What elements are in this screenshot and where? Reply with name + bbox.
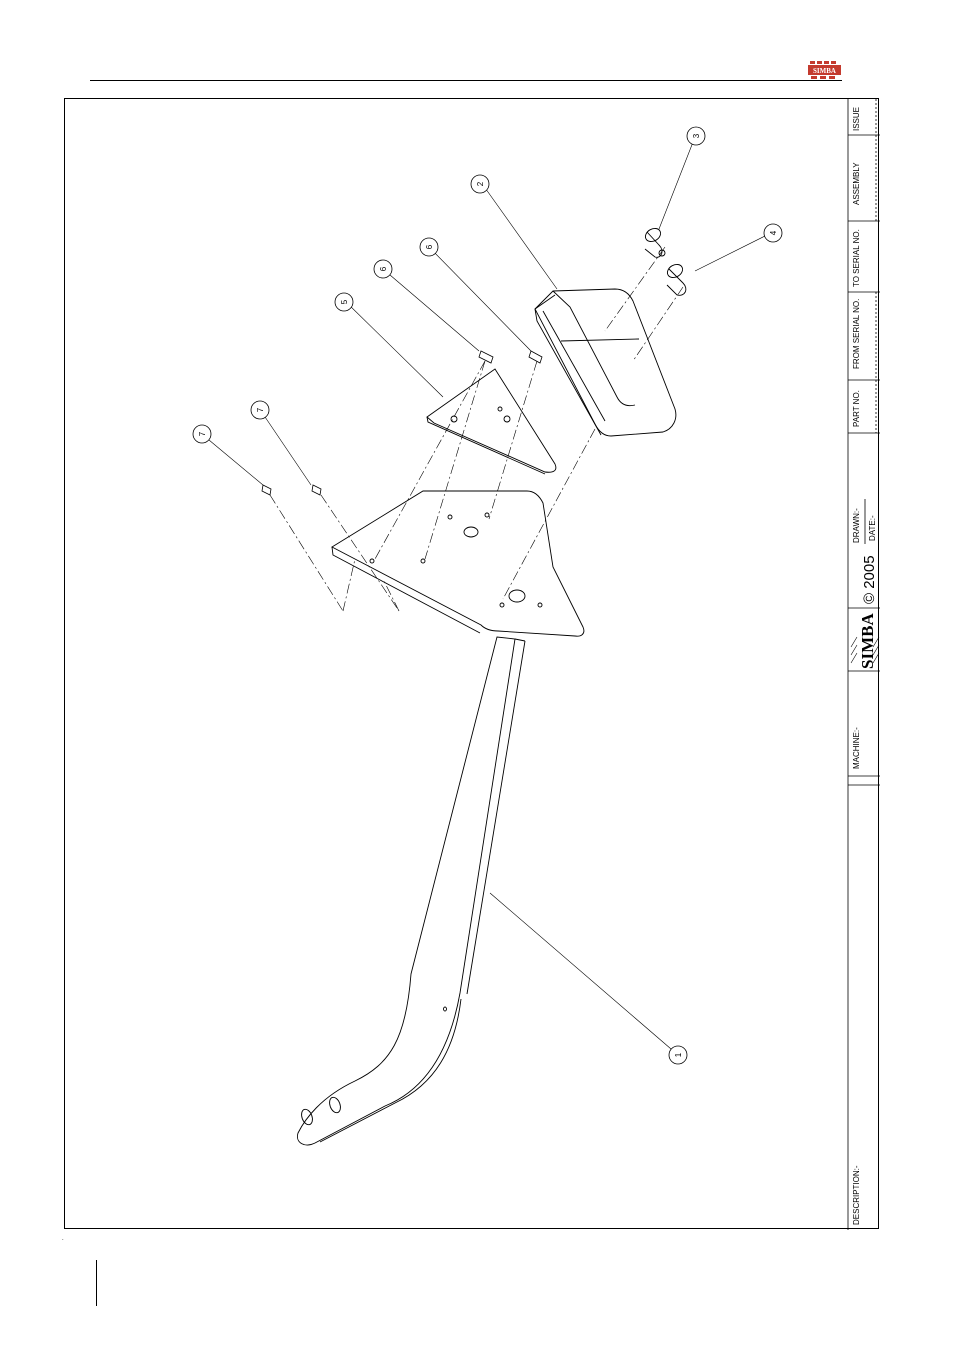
balloon-7a: 7 (251, 401, 269, 419)
logo-tab (820, 76, 826, 79)
small-plate (427, 369, 556, 472)
bolt-6 (479, 351, 493, 363)
balloon-3: 3 (687, 127, 705, 145)
arm-edge (320, 999, 461, 1142)
bolt-6 (529, 351, 542, 363)
exploded-view-drawing: ISSUE ASSEMBLY TO SERIAL NO. FROM SERIAL… (65, 99, 880, 1230)
date-label: DATE:- (868, 515, 877, 541)
drawn-label: DRAWN:- (852, 508, 861, 543)
svg-text:1: 1 (674, 1052, 683, 1057)
plate-large-hole (509, 590, 525, 602)
plate-hole (448, 515, 452, 519)
svg-text:6: 6 (379, 266, 388, 271)
lamp-housing-edge (543, 311, 605, 421)
arm-small-hole (444, 1007, 447, 1011)
svg-text:6: 6 (425, 244, 434, 249)
svg-text:5: 5 (340, 299, 349, 304)
nut-7 (262, 485, 271, 495)
leader-7b (203, 435, 263, 485)
balloon-2: 2 (471, 175, 489, 193)
plate-edge (332, 547, 480, 633)
leader-5 (345, 301, 443, 397)
simba-logo: SIMBA (808, 60, 841, 79)
leader-7a (261, 411, 311, 485)
plate-hole (485, 513, 489, 517)
assembly-label: ASSEMBLY (852, 162, 861, 205)
leader-3 (659, 137, 695, 229)
arm-edge (515, 639, 525, 641)
balloon-1: 1 (669, 1046, 687, 1064)
bulb-holder-4-body (667, 269, 686, 295)
assembly-line (383, 579, 399, 611)
header-rule (90, 80, 842, 81)
assembly-line (343, 559, 355, 611)
logo-text: SIMBA (813, 67, 836, 75)
leader-1 (490, 893, 678, 1055)
assembly-line (375, 361, 485, 559)
plate-hole (500, 603, 504, 607)
lamp-housing-edge (535, 295, 555, 309)
svg-text:7: 7 (198, 431, 207, 436)
lamp-housing-edge (553, 291, 635, 406)
plate-hole (538, 603, 542, 607)
arm-hole (328, 1096, 343, 1114)
small-plate-hole (504, 416, 510, 422)
small-plate-hole (498, 407, 502, 411)
plate-large-hole (464, 527, 478, 537)
arm-hole (300, 1108, 315, 1126)
bulb-holder-4 (665, 262, 685, 280)
svg-text:3: 3 (692, 133, 701, 138)
page-corner-mark: . (62, 1236, 64, 1242)
balloon-7b: 7 (193, 425, 211, 443)
assembly-line (425, 361, 485, 559)
logo-tab (810, 61, 815, 64)
assembly-line (489, 361, 537, 519)
bulb-holder-3 (643, 226, 663, 244)
svg-text:7: 7 (256, 407, 265, 412)
lamp-lens-divider (561, 339, 639, 341)
logo-tab (829, 76, 835, 79)
leader-6b (429, 247, 531, 351)
logo-tab (831, 61, 836, 64)
assembly-line (270, 495, 343, 611)
balloon-6a: 6 (374, 260, 392, 278)
leader-4 (695, 233, 771, 271)
balloon-5: 5 (335, 293, 353, 311)
logo-tab (817, 61, 822, 64)
to-serial-label: TO SERIAL NO. (852, 229, 861, 287)
logo-tab (811, 76, 817, 79)
from-serial-label: FROM SERIAL NO. (852, 299, 861, 369)
leader-2 (483, 185, 557, 289)
footer-rule (96, 1260, 97, 1306)
part-no-label: PART NO. (852, 390, 861, 427)
drawing-frame: ISSUE ASSEMBLY TO SERIAL NO. FROM SERIAL… (64, 98, 879, 1229)
svg-text:2: 2 (476, 181, 485, 186)
plate-hole (370, 559, 374, 563)
assembly-line (633, 287, 683, 361)
balloon-4: 4 (764, 224, 782, 242)
arm-edge (467, 641, 525, 994)
mounting-plate (332, 491, 584, 636)
plate-hole (421, 559, 425, 563)
description-label: DESCRIPTION:- (852, 1165, 861, 1225)
issue-label: ISSUE (852, 107, 861, 131)
logo-tab (824, 61, 829, 64)
balloon-6b: 6 (420, 238, 438, 256)
svg-text:4: 4 (769, 230, 778, 235)
leader-6a (383, 269, 479, 351)
machine-label: MACHINE:- (852, 727, 861, 769)
lamp-housing (535, 289, 676, 436)
copyright-text: © 2005 (861, 555, 878, 604)
arm-outline (297, 637, 515, 1145)
nut-7 (312, 485, 321, 495)
